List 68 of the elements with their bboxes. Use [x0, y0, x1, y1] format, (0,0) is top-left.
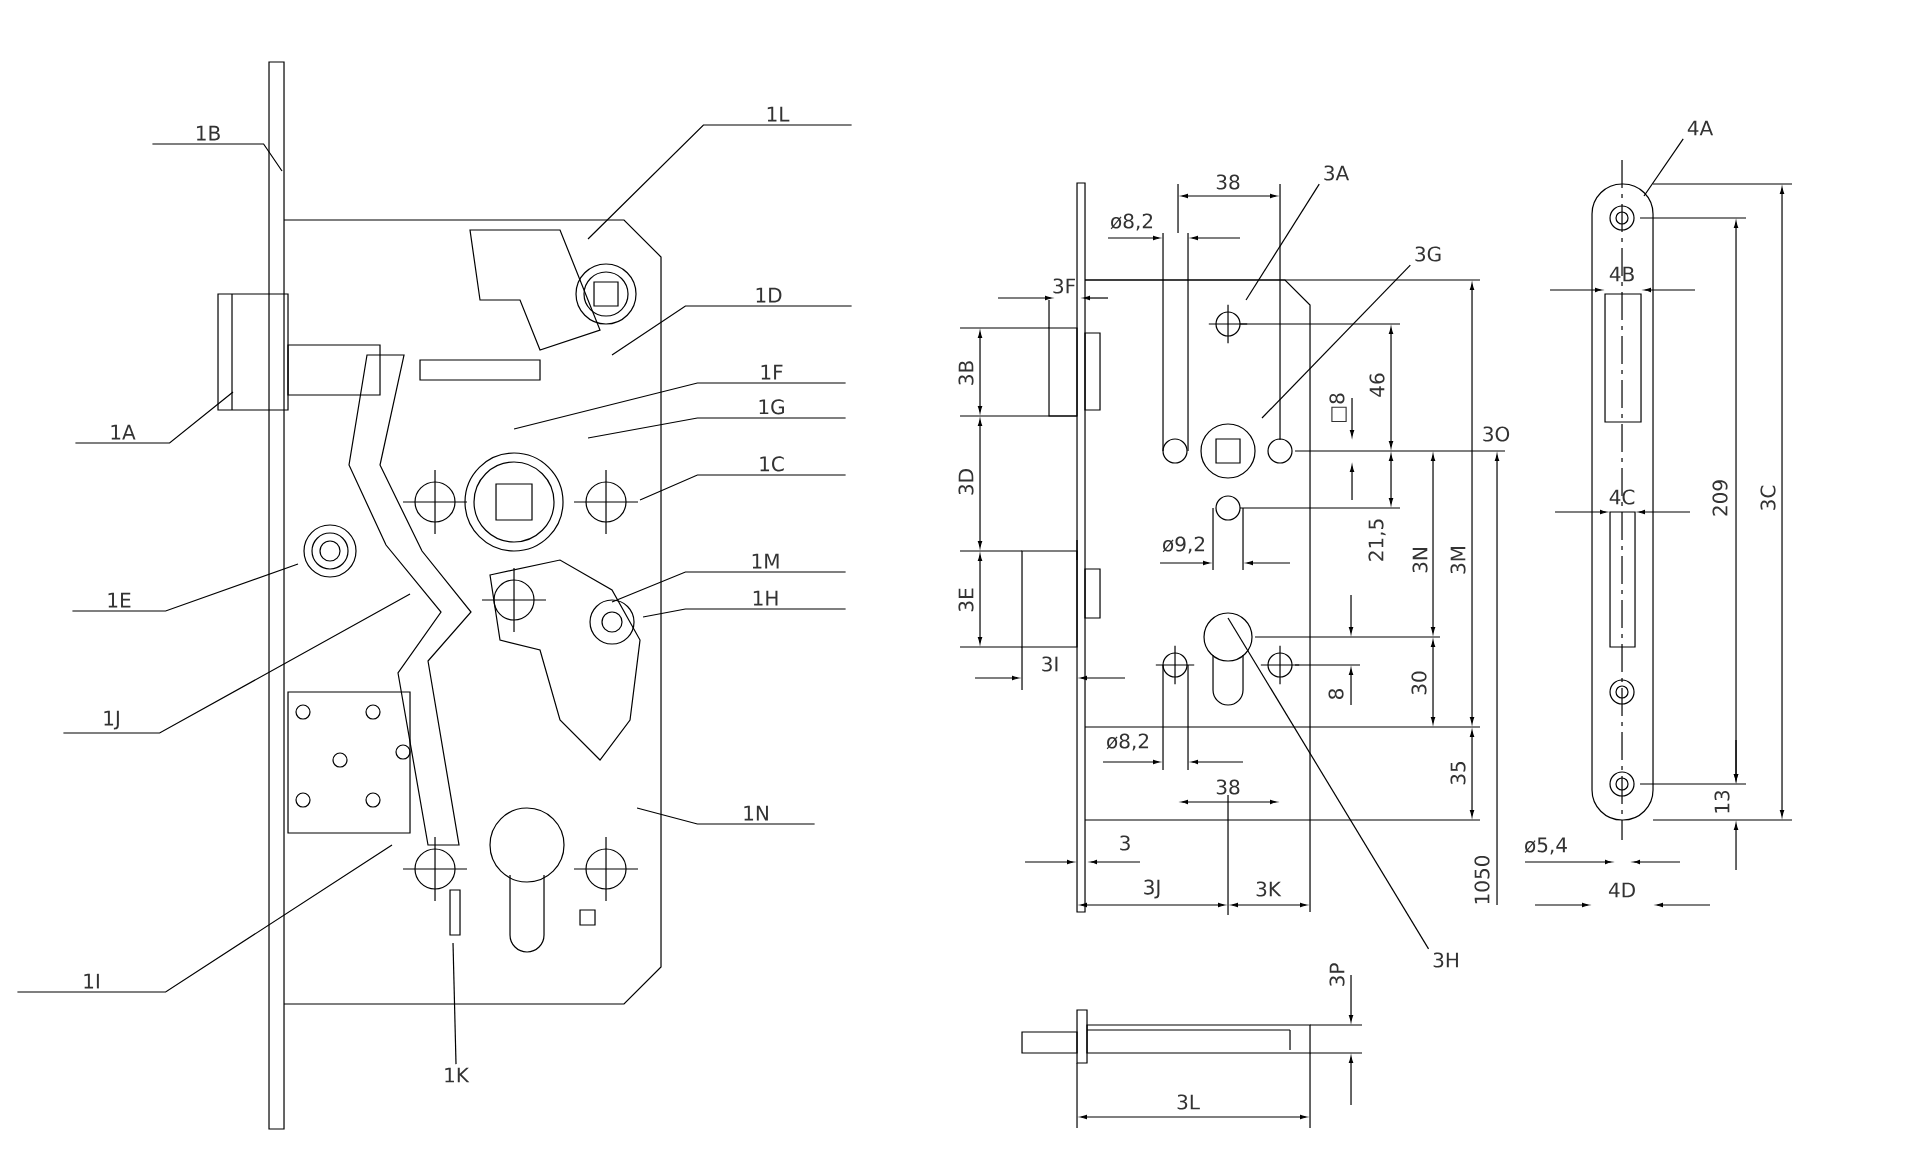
leader-line — [1261, 264, 1411, 419]
callout-label: 1I — [84, 973, 99, 989]
callout-label: 1F — [761, 364, 783, 380]
dimension-label: 38 — [1216, 779, 1240, 795]
dimension-label: 21,5 — [1368, 519, 1386, 561]
dimension-label: 3C — [1760, 485, 1776, 510]
dimension-label: ø9,2 — [1162, 536, 1205, 554]
dimension-label: 3B — [958, 361, 974, 385]
leader-line — [1643, 138, 1684, 197]
dimension-label: 3K — [1256, 881, 1282, 897]
leader-line — [71, 563, 299, 612]
leader-line — [452, 942, 457, 1065]
leader-line — [62, 593, 411, 734]
dimension-label: 3D — [958, 469, 974, 495]
dimension-label: 3L — [1177, 1094, 1200, 1110]
callout-label: 1J — [104, 710, 119, 730]
dimension-label: 4C — [1609, 489, 1635, 505]
callout-label: 3G — [1415, 246, 1441, 262]
dimension-label: ø8,2 — [1110, 213, 1153, 231]
dimension-label: 3F — [1053, 278, 1075, 294]
dimension-label: 3J — [1144, 879, 1160, 899]
dimension-label: 13 — [1714, 790, 1730, 813]
callout-label: 1M — [752, 553, 779, 569]
dimension-label: □8 — [1329, 393, 1347, 422]
dimension-label: 3I — [1042, 656, 1058, 672]
callout-label: 1G — [759, 399, 784, 415]
leader-line — [513, 382, 847, 430]
dimension-label: 4B — [1609, 266, 1634, 282]
leader-line — [639, 474, 847, 501]
dimension-label: 30 — [1411, 671, 1427, 695]
leader-line — [74, 391, 234, 444]
leader-line — [611, 571, 847, 603]
dimension-label: 46 — [1369, 373, 1385, 397]
leader-line — [1245, 183, 1320, 301]
leader-line — [587, 124, 853, 240]
dimension-label: 1050 — [1474, 855, 1490, 904]
dimension-label: 35 — [1450, 762, 1466, 785]
callout-label: 1H — [753, 590, 778, 606]
leader-line — [1227, 617, 1430, 950]
leader-line — [587, 417, 847, 439]
dimension-label: 8 — [1328, 689, 1344, 699]
callout-label: 1K — [445, 1067, 470, 1083]
leader-line — [636, 807, 816, 825]
callout-label: 1D — [756, 287, 782, 303]
leader-line — [642, 608, 847, 618]
leader-line — [611, 305, 853, 356]
callout-label: 1C — [760, 456, 784, 472]
callout-label: 1L — [767, 106, 790, 122]
dimension-label: 38 — [1216, 174, 1240, 190]
dimension-label: 4D — [1608, 882, 1635, 898]
callout-label: 1B — [197, 125, 220, 141]
leader-line — [16, 844, 393, 993]
dimension-label: ø5,4 — [1524, 837, 1567, 855]
callout-label: 4A — [1687, 120, 1714, 136]
leader-line — [151, 143, 283, 172]
callout-label: 1A — [111, 424, 136, 440]
dimension-label: 3O — [1483, 426, 1510, 442]
dimension-label: ø8,2 — [1106, 733, 1149, 751]
dimension-label: 3N — [1412, 548, 1428, 573]
callout-label: 1N — [744, 805, 768, 821]
callout-label: 3A — [1324, 165, 1350, 181]
callout-label: 1E — [108, 592, 131, 608]
dimension-label: 3M — [1450, 546, 1466, 574]
dimension-label: 3P — [1329, 963, 1345, 986]
dimension-label: 3E — [958, 588, 974, 612]
dimension-label: 209 — [1712, 480, 1728, 516]
callout-label: 3H — [1433, 952, 1458, 968]
dimension-label: 3 — [1120, 835, 1130, 851]
